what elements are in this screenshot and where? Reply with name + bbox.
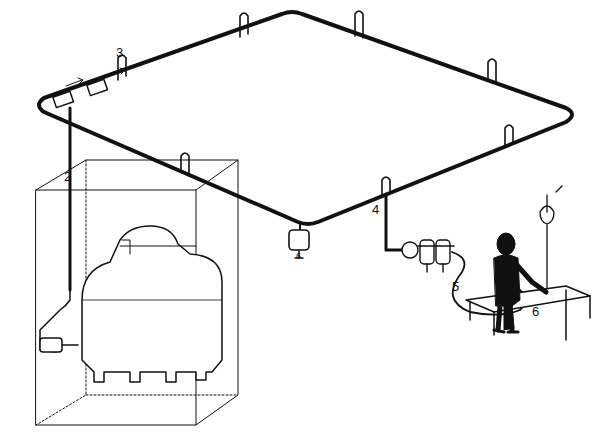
callout-number: 6: [532, 305, 539, 318]
worker-figure: [494, 233, 546, 332]
callout-number: 3: [116, 46, 123, 59]
air-compressor: [40, 226, 222, 382]
callout-number: 4: [372, 203, 379, 216]
ring-main-pipe: [39, 12, 572, 224]
compressor-enclosure: [36, 160, 238, 425]
branch-pipe: [386, 194, 402, 250]
tool-balancer: [540, 195, 554, 290]
pipe-hangers: [118, 11, 513, 195]
valve: [53, 91, 74, 107]
work-table: [466, 286, 590, 340]
valve: [87, 79, 108, 95]
callout-number: 6: [296, 252, 301, 261]
callout-number: 5: [452, 280, 459, 293]
drain-trap: [289, 230, 309, 250]
filter-regulator-lubricator: [402, 240, 454, 272]
callout-number: 2: [64, 170, 71, 183]
supply-pipe: [69, 108, 72, 290]
